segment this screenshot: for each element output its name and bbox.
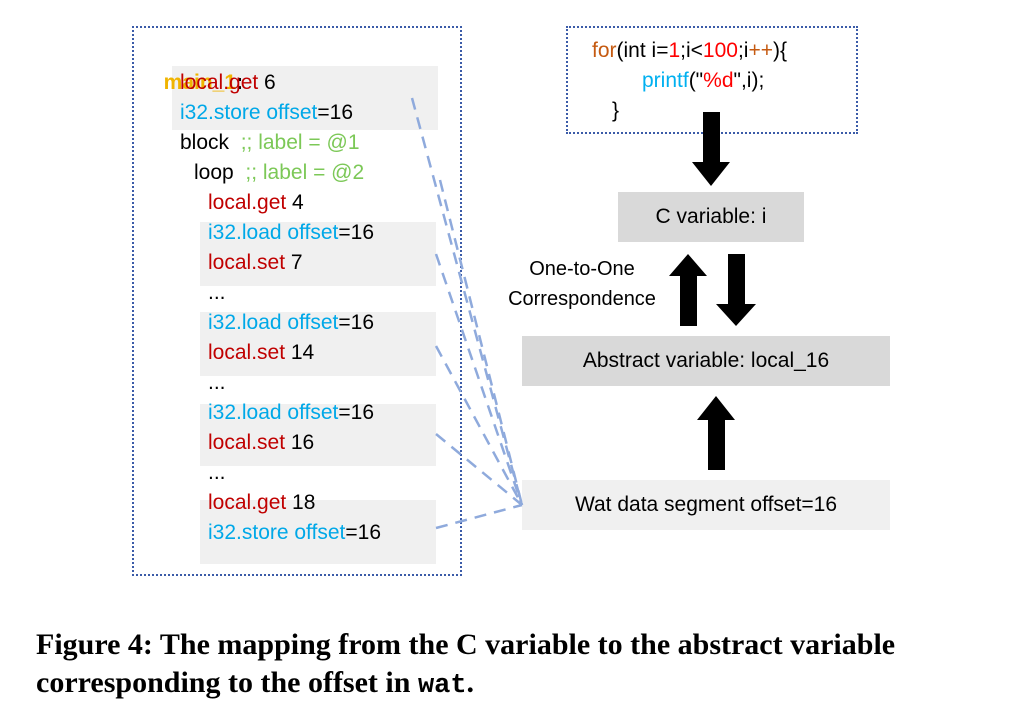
wat-code-line: ... [208,368,226,398]
wat-token: local.set [208,431,286,454]
arrow-up-abstract-to-c-variable [669,254,707,326]
highlight-load-set-7 [200,222,436,286]
wat-token: 14 [285,341,315,364]
wat-function-label: main_1: [163,71,244,94]
highlight-load-set-14 [200,312,436,376]
dashed-link-extra-1 [438,179,524,506]
c-token: ",i); [733,69,765,92]
wat-data-segment-text: Wat data segment offset=16 [574,493,838,516]
wat-code-line: ... [208,458,226,488]
wat-token: i32.load offset [208,311,339,334]
wat-code-line: i32.load offset=16 [208,398,374,428]
caption-text: Figure 4: The mapping from the C variabl… [36,628,896,699]
highlight-store-initial [172,66,438,130]
dashed-link-store-final [435,503,523,530]
c-code-line: } [612,96,619,126]
wat-token: =16 [338,311,375,334]
wat-code-line: i32.load offset=16 [208,308,374,338]
c-token: for [592,39,617,62]
wat-token: block [180,131,230,154]
wat-token: local.set [208,251,286,274]
c-token: ++ [748,39,773,62]
wat-token: ... [208,281,226,304]
wat-code-line: i32.store offset=16 [208,518,381,548]
wat-code-line: local.set 16 [208,428,314,458]
wat-code-panel [132,26,462,576]
arrow-down-c-code-to-c-variable [692,112,730,186]
wat-token: =16 [317,101,353,124]
dashed-links [410,97,524,530]
wat-token: i32.load offset [208,401,339,424]
wat-code-line: block ;; label = @1 [180,128,360,158]
arrow-up-wat-to-abstract [697,396,735,470]
c-token: } [612,99,620,122]
wat-token: ;; label = @1 [229,131,360,154]
wat-token: ... [208,461,226,484]
correspondence-label: One-to-One Correspondence [482,254,682,314]
wat-code-line: local.get 6 [180,68,276,98]
c-token: (" [688,69,704,92]
wat-code-line: loop ;; label = @2 [194,158,364,188]
c-token: ;i< [680,39,703,62]
wat-code-line: i32.store offset=16 [180,98,353,128]
wat-token: ... [208,371,226,394]
c-token: ;i [737,39,749,62]
wat-code-line: local.set 14 [208,338,314,368]
figure-caption: Figure 4: The mapping from the C variabl… [36,626,996,705]
wat-token: local.get [208,191,287,214]
wat-token: i32.store offset [208,521,346,544]
wat-token: 4 [286,191,304,214]
c-token: ){ [772,39,787,62]
wat-token: local.set [208,341,286,364]
wat-token: i32.store offset [180,101,318,124]
wat-token: 6 [258,71,276,94]
wat-token: 18 [286,491,316,514]
arrow-down-c-variable-to-abstract [716,254,756,326]
wat-token: local.get [180,71,259,94]
wat-token: =16 [345,521,381,544]
highlight-get-store-final [200,500,436,564]
wat-token: i32.load offset [208,221,339,244]
c-token: 1 [668,39,681,62]
dashed-link-load-14 [434,345,524,506]
c-token: printf [642,69,689,92]
caption-code: wat [417,671,467,701]
highlight-load-set-16 [200,404,436,466]
wat-code-line: local.get 4 [208,188,304,218]
abstract-variable-box: Abstract variable: local_16 [522,336,890,386]
correspondence-line1: One-to-One [529,258,635,280]
caption-suffix: . [466,666,475,699]
wat-data-segment-box: Wat data segment offset=16 [522,480,890,530]
wat-code-line: ... [208,278,226,308]
c-code-line: printf("%d",i); [642,66,764,96]
correspondence-line2: Correspondence [508,288,656,310]
c-code-line: for(int i=1;i<100;i++){ [592,36,787,66]
c-token: (int i= [616,39,669,62]
wat-token: =16 [338,401,375,424]
wat-code-line: i32.load offset=16 [208,218,374,248]
wat-token: =16 [338,221,375,244]
wat-token: 16 [285,431,315,454]
abstract-variable-text: Abstract variable: local_16 [582,349,830,372]
flow-arrows [669,112,756,470]
c-variable-box: C variable: i [618,192,804,242]
wat-token: loop [194,161,234,184]
wat-token: 7 [285,251,303,274]
dashed-link-load-7 [434,253,524,506]
c-token: %d [703,69,734,92]
c-token: 100 [702,39,738,62]
wat-code-line: local.get 18 [208,488,315,518]
wat-code-line: local.set 7 [208,248,303,278]
function-name: main_1 [163,71,237,94]
c-variable-text: C variable: i [655,205,767,228]
wat-token: local.get [208,491,287,514]
wat-token: ;; label = @2 [233,161,365,184]
